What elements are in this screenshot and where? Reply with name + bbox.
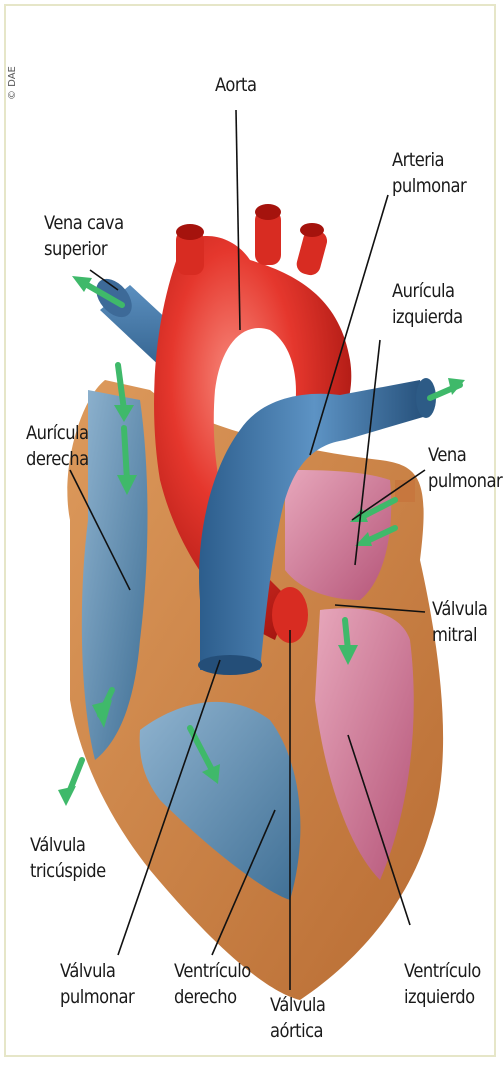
label-aorta: Aorta (215, 72, 256, 98)
image-credit: © DAE (7, 66, 18, 100)
